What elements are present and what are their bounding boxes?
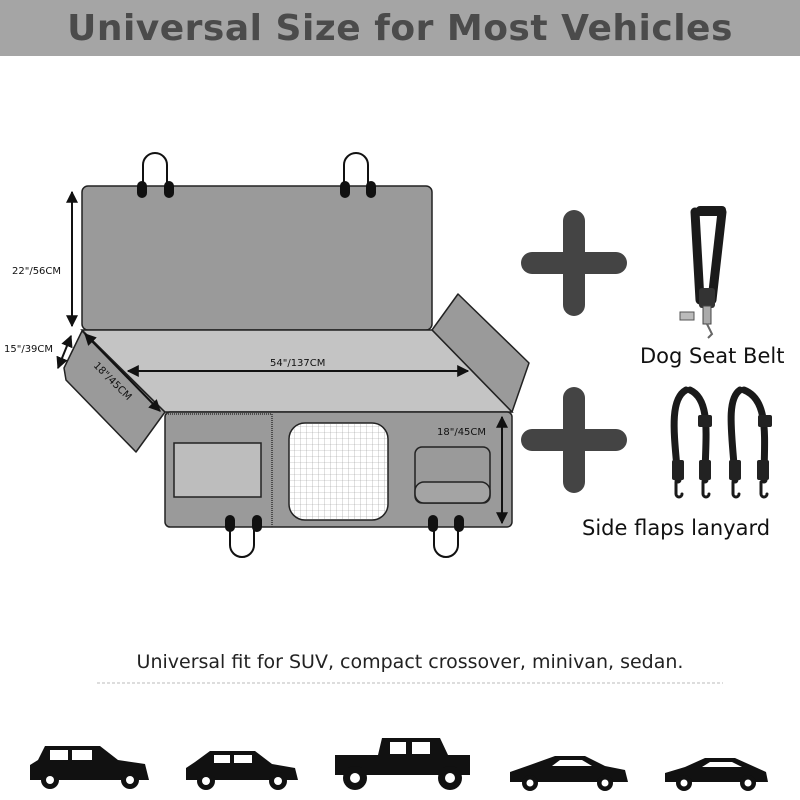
backrest-panel (81, 185, 433, 331)
left-pocket (173, 442, 262, 498)
plus-icon (521, 387, 627, 493)
right-pocket-flap (414, 481, 491, 504)
suv-icon (30, 746, 149, 789)
page-title: Universal Size for Most Vehicles (67, 7, 733, 49)
side-flap-lanyard-icon (670, 386, 772, 499)
seat-cover-diagram: 22"/56CM 15"/39CM 18"/45CM 54"/137CM 18"… (4, 152, 530, 558)
dimension-arrows (56, 190, 508, 525)
front-drop-label: 18"/45CM (437, 427, 486, 438)
header-banner: Universal Size for Most Vehicles (0, 0, 800, 56)
plus-icon (521, 210, 627, 316)
sedan-icon (510, 756, 628, 791)
backrest-height-label: 22"/56CM (12, 266, 61, 277)
seat-belt-label: Dog Seat Belt (640, 344, 784, 368)
crossover-icon (186, 751, 298, 790)
seat-width-label: 54"/137CM (270, 358, 325, 369)
anchor-tabs (137, 181, 464, 532)
fit-description: Universal fit for SUV, compact crossover… (137, 651, 684, 673)
coupe-icon (665, 758, 768, 791)
mesh-grid (290, 424, 387, 519)
lanyard-label: Side flaps lanyard (582, 516, 770, 540)
flap-width-label: 15"/39CM (4, 344, 53, 355)
hook-icon (142, 152, 459, 558)
dog-seat-belt-icon (679, 206, 727, 339)
pickup-truck-icon (335, 738, 470, 790)
